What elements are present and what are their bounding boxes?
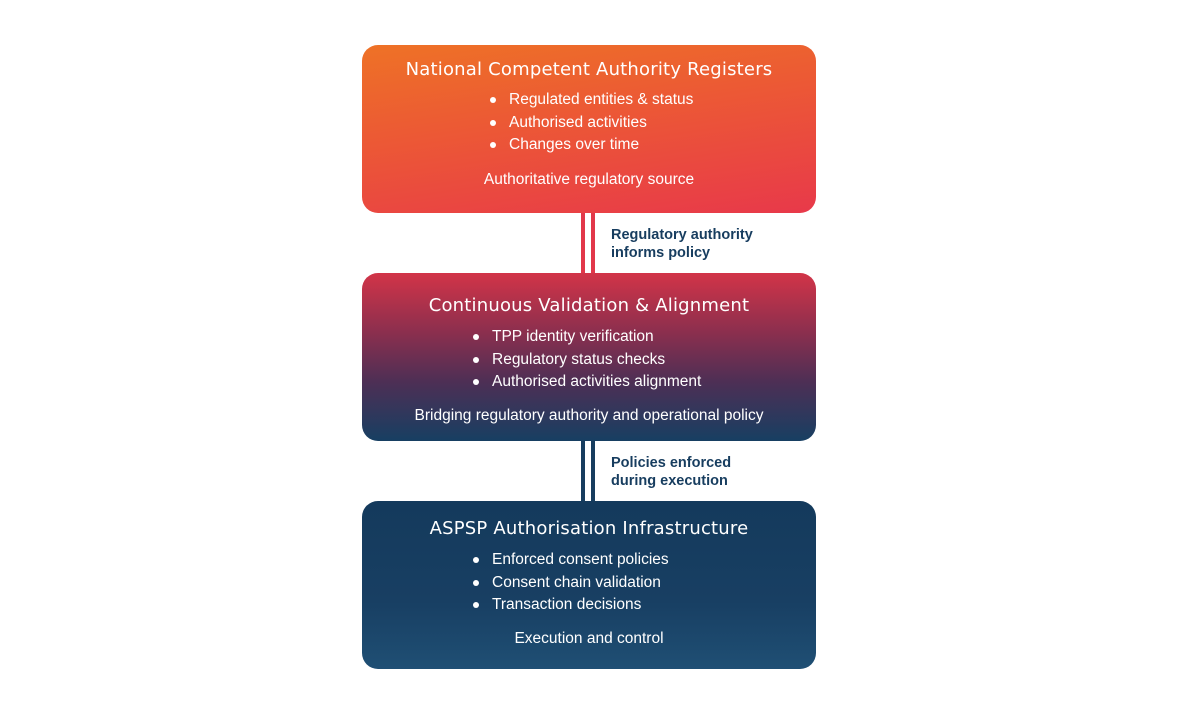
list-item: Changes over time (487, 134, 693, 157)
connector-label-line: informs policy (611, 245, 711, 261)
list-item: Regulatory status checks (470, 349, 701, 372)
box-bullet-list: Enforced consent policies Consent chain … (470, 549, 669, 617)
connector-label-line: Regulatory authority (611, 227, 753, 243)
list-item: Regulated entities & status (487, 89, 693, 112)
box-footer: Execution and control (514, 630, 664, 647)
bullet-icon (473, 356, 479, 363)
connector-label-line: during execution (611, 473, 728, 489)
nca-registers-box: National Competent Authority Registers R… (362, 45, 816, 213)
list-item-text: Regulatory status checks (492, 350, 666, 368)
list-item-text: Consent chain validation (492, 573, 661, 591)
list-item-text: Authorised activities alignment (492, 373, 702, 390)
box-title: Continuous Validation & Alignment (428, 295, 750, 316)
connector-line-left (581, 441, 585, 501)
list-item: Authorised activities alignment (470, 371, 701, 394)
continuous-validation-box: Continuous Validation & Alignment TPP id… (362, 273, 816, 441)
connector-line-right (591, 213, 595, 273)
list-item-text: Enforced consent policies (492, 551, 669, 568)
bullet-icon (490, 119, 496, 126)
list-item-text: Regulated entities & status (509, 91, 694, 108)
list-item: Authorised activities (487, 112, 693, 135)
box-footer: Bridging regulatory authority and operat… (414, 407, 764, 424)
box-bullet-list: Regulated entities & status Authorised a… (487, 89, 693, 157)
list-item: TPP identity verification (470, 326, 701, 349)
box-bullet-list: TPP identity verification Regulatory sta… (470, 326, 701, 394)
connector-label-policies-enforced: Policies enforced during execution (611, 454, 731, 490)
list-item-text: Transaction decisions (492, 596, 642, 613)
connector-label-line: Policies enforced (611, 455, 732, 471)
list-item-text: TPP identity verification (492, 328, 654, 345)
bullet-icon (490, 97, 496, 103)
list-item-text: Changes over time (509, 136, 640, 153)
connector-label-regulatory-authority: Regulatory authority informs policy (611, 226, 753, 262)
bullet-icon (473, 579, 479, 586)
connector-line-left (581, 213, 585, 273)
box-title: ASPSP Authorisation Infrastructure (429, 518, 749, 539)
bullet-icon (490, 142, 496, 148)
box-title: National Competent Authority Registers (405, 59, 773, 80)
connector-line-right (591, 441, 595, 501)
bullet-icon (473, 334, 479, 340)
list-item-text: Authorised activities (509, 113, 647, 131)
list-item: Enforced consent policies (470, 549, 669, 572)
bullet-icon (473, 557, 479, 563)
list-item: Consent chain validation (470, 572, 669, 595)
box-footer: Authoritative regulatory source (483, 171, 695, 188)
list-item: Transaction decisions (470, 594, 669, 617)
aspsp-authorisation-box: ASPSP Authorisation Infrastructure Enfor… (362, 501, 816, 669)
bullet-icon (473, 602, 479, 608)
bullet-icon (473, 379, 479, 385)
